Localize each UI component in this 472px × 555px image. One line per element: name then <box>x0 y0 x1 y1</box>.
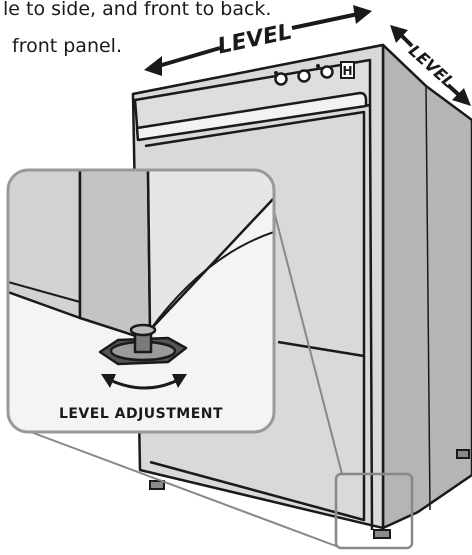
detail-cabinet-front <box>8 170 82 320</box>
door-edge <box>144 110 366 522</box>
knob-icon[interactable] <box>297 69 311 83</box>
brand-logo: H <box>342 64 352 78</box>
frame-post <box>368 104 374 531</box>
rotation-arrow <box>101 374 187 390</box>
door-handle <box>135 91 368 142</box>
arrow-right-icon <box>353 5 372 24</box>
detail-floor-edge <box>149 231 274 331</box>
foot-screw-top <box>129 323 157 337</box>
arrow-left-icon <box>144 56 162 76</box>
brand-logo-box <box>340 61 355 79</box>
detail-callout-border <box>6 168 276 434</box>
rotate-right-icon <box>172 374 187 388</box>
arrow-front-icon <box>452 88 471 106</box>
arrow-back-icon <box>390 25 408 43</box>
detail-callout-content <box>8 170 274 432</box>
door-split-line <box>277 340 365 358</box>
indicator-dot <box>274 71 278 75</box>
foot <box>456 449 470 459</box>
detail-cabinet-side <box>146 170 274 332</box>
instruction-line-2: front panel. <box>12 35 122 57</box>
side-panel-edge <box>425 85 431 511</box>
knob-icon[interactable] <box>320 65 334 79</box>
foot <box>373 529 391 539</box>
cabinet-feet <box>149 449 470 539</box>
detail-cabinet-corner <box>78 170 152 340</box>
indicator-dot <box>316 64 320 68</box>
instruction-line-1: le to side, and front to back. <box>3 0 271 20</box>
control-knobs <box>274 65 334 86</box>
foot-highlight-box <box>334 472 414 550</box>
foot <box>149 480 165 490</box>
level-label-side: LEVEL <box>216 19 295 59</box>
indicator-lights <box>274 64 320 75</box>
callout-leader-lines <box>19 187 343 547</box>
detail-caption: LEVEL ADJUSTMENT <box>59 406 223 422</box>
knob-icon[interactable] <box>274 72 288 86</box>
rotate-left-icon <box>101 374 116 388</box>
